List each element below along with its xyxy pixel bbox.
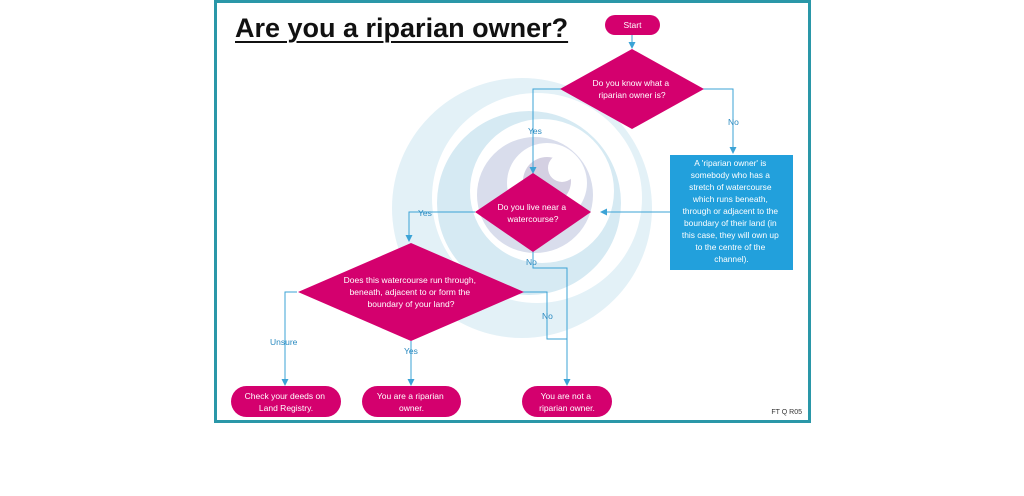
q1-line: riparian owner is? — [598, 90, 665, 100]
svg-text:A 'riparian owner' is: A 'riparian owner' is somebody who has a… — [682, 158, 781, 264]
definition-line: stretch of watercourse — [689, 182, 772, 192]
node-end-riparian-owner: You are a riparian owner. — [362, 386, 461, 417]
definition-line: through or adjacent to the — [683, 206, 779, 216]
svg-text:You are a riparian own: You are a riparian owner. — [377, 391, 446, 413]
flowchart-frame: Are you a riparian owner? — [214, 0, 811, 423]
q3-line: Does this watercourse run through, — [344, 275, 476, 285]
edge-label-q2-no: No — [526, 257, 537, 267]
q3-line: beneath, adjacent to or form the — [350, 287, 471, 297]
flowchart-canvas: Yes No Yes No Unsure Yes No Start Do you… — [231, 15, 793, 417]
q2-line: Do you live near a — [498, 202, 567, 212]
svg-text:You are not a riparian: You are not a riparian owner. — [539, 391, 595, 413]
edge-q1-no — [703, 88, 737, 154]
edge-q2-yes — [405, 211, 475, 242]
node-end-check-deeds: Check your deeds on Land Registry. — [231, 386, 341, 417]
definition-line: to the centre of the — [695, 242, 765, 252]
q1-line: Do you know what a — [593, 78, 670, 88]
edge-q1-yes — [529, 88, 561, 174]
svg-text:Does this watercourse run thro: Does this watercourse run through, benea… — [344, 275, 479, 309]
q3-line: boundary of your land? — [368, 299, 455, 309]
definition-line: this case, they will own up — [682, 230, 779, 240]
node-question-watercourse-boundary: Does this watercourse run through, benea… — [298, 243, 524, 341]
edge-label-q2-yes: Yes — [418, 208, 432, 218]
end-no-line: riparian owner. — [539, 403, 595, 413]
edge-q3-no — [523, 291, 567, 340]
svg-text:Do you know what a rip: Do you know what a riparian owner is? — [593, 78, 672, 100]
edge-label-q1-no: No — [728, 117, 739, 127]
q2-line: watercourse? — [506, 214, 558, 224]
edge-q3-unsure — [281, 291, 297, 386]
edge-label-q3-yes: Yes — [404, 346, 418, 356]
definition-line: somebody who has a — [691, 170, 770, 180]
node-question-know-riparian: Do you know what a riparian owner is? — [560, 49, 704, 129]
definition-line: boundary of their land (in — [684, 218, 777, 228]
node-start: Start — [605, 15, 660, 35]
connectors — [281, 34, 737, 386]
edge-label-q3-unsure: Unsure — [270, 337, 298, 347]
svg-text:Do you live near a wat: Do you live near a watercourse? — [498, 202, 569, 224]
page-title: Are you a riparian owner? — [235, 13, 569, 43]
definition-line: A 'riparian owner' is — [694, 158, 766, 168]
edge-label-q1-yes: Yes — [528, 126, 542, 136]
end-no-line: You are not a — [541, 391, 592, 401]
edge-q2-no — [532, 251, 571, 386]
end-unsure-line: Check your deeds on — [245, 391, 326, 401]
svg-text:Check your deeds on La: Check your deeds on Land Registry. — [245, 391, 328, 413]
node-question-live-near-watercourse: Do you live near a watercourse? — [475, 173, 591, 252]
edge-label-q3-no: No — [542, 311, 553, 321]
definition-line: channel). — [714, 254, 748, 264]
end-unsure-line: Land Registry. — [259, 403, 313, 413]
end-yes-line: You are a riparian — [377, 391, 444, 401]
node-end-not-riparian-owner: You are not a riparian owner. — [522, 386, 612, 417]
info-box-definition: A 'riparian owner' is somebody who has a… — [670, 155, 793, 270]
reference-code: FT Q R05 — [771, 409, 802, 416]
node-start-label: Start — [624, 20, 643, 30]
definition-line: which runs beneath, — [692, 194, 768, 204]
end-yes-line: owner. — [399, 403, 424, 413]
